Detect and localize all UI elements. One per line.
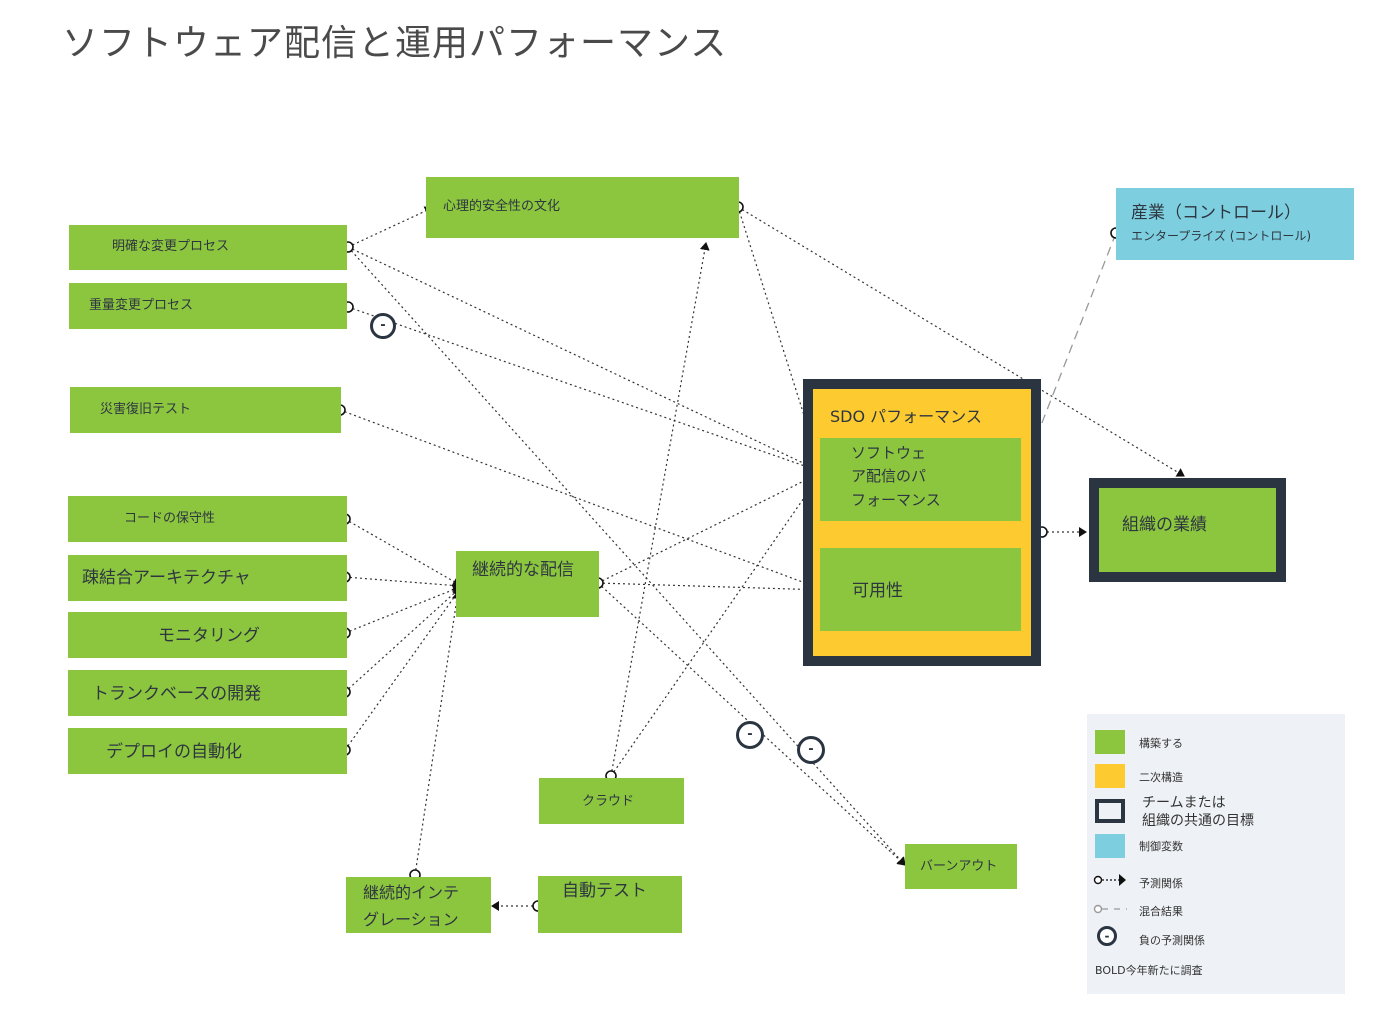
box-organizational-performance: 組織の業績 [1089,478,1286,582]
link-psych-to-org [737,206,1185,477]
box-clear-change-process: 明確な変更プロセス [69,225,347,270]
box-disaster-recovery-test: 災害復旧テスト [70,387,341,433]
box-burnout: バーンアウト [905,844,1017,889]
box-psychological-safety: 心理的安全性の文化 [426,177,739,238]
link-clear-to-sw [347,246,823,474]
box-label: モニタリング [158,626,260,646]
box-label-line1: 継続的インテ [363,883,460,902]
legend-label-mixed: 混合結果 [1139,905,1183,918]
box-label: コードの保守性 [124,511,216,526]
link-cloud-to-psych [610,242,710,777]
box-continuous-delivery: 継続的な配信 [456,551,599,617]
box-continuous-integration: 継続的インテ グレーション [346,877,491,933]
box-loosely-coupled-architecture: 疎結合アーキテクチャ [68,555,347,601]
box-availability: 可用性 [820,548,1021,631]
box-label-line2: グレーション [363,910,459,930]
sdo-title: SDO パフォーマンス [830,407,982,426]
box-label: 組織の業績 [1122,515,1207,535]
legend-label-goal: チームまたは 組織の共通の目標 [1142,794,1254,830]
link-trunk-to-cd [344,587,461,693]
box-label: 継続的な配信 [472,560,574,580]
box-label: クラウド [582,794,635,809]
box-label: トランクベースの開発 [92,684,262,704]
legend-swatch-control [1095,834,1125,858]
box-automated-testing: 自動テスト [538,876,682,933]
legend-mixed-icon [1093,904,1127,914]
link-code-to-cd [344,518,461,586]
box-label: 重量変更プロセス [89,298,194,313]
legend-label-predictive: 予測関係 [1139,877,1183,890]
box-trunk-based-development: トランクベースの開発 [68,670,347,716]
link-clear-to-burnout [347,246,906,866]
legend-swatch-goal [1095,799,1125,823]
negative-marker: - [736,721,764,749]
legend-swatch-construct [1095,730,1125,754]
control-subtitle: エンタープライズ (コントロール) [1131,229,1312,243]
legend-label-secondary: 二次構造 [1139,771,1183,784]
page-title: ソフトウェア配信と運用パフォーマンス [62,23,728,64]
control-title: 産業（コントロール） [1131,203,1301,223]
box-label: 可用性 [852,581,903,601]
legend-swatch-secondary [1095,764,1125,788]
legend-goal-line2: 組織の共通の目標 [1142,813,1254,830]
link-deploy-to-cd [344,588,461,751]
box-deployment-automation: デプロイの自動化 [68,728,347,774]
legend-label-construct: 構築する [1139,737,1183,750]
box-cloud: クラウド [539,778,684,824]
negative-marker: - [370,313,396,339]
box-software-delivery-performance: ソフトウェ ア配信のパ フォーマンス [820,438,1021,521]
legend-predictive-icon [1093,874,1126,886]
box-label: 明確な変更プロセス [112,239,230,254]
box-label: バーンアウト [920,859,998,874]
box-label: 災害復旧テスト [100,402,192,417]
box-label: 自動テスト [562,881,647,901]
legend-label-negative: 負の予測関係 [1139,934,1205,947]
legend-negative-icon: - [1097,926,1117,946]
link-loose-to-cd [344,576,461,591]
box-industry-control: 産業（コントロール） エンタープライズ (コントロール) [1116,188,1354,260]
legend-goal-line1: チームまたは [1142,795,1226,811]
box-label: 心理的安全性の文化 [443,199,561,214]
box-monitoring: モニタリング [68,612,347,658]
box-label-line2: ア配信のパ [851,467,927,486]
box-label: 疎結合アーキテクチャ [82,568,251,588]
link-cd-to-avail [597,582,825,595]
link-clear-to-psych [347,206,433,248]
box-label-line1: ソフトウェ [851,444,927,462]
box-heavy-change-process: 重量変更プロセス [69,283,347,329]
link-ci-to-cd [414,591,462,876]
negative-marker: - [797,736,825,764]
legend: 構築する 二次構造 チームまたは 組織の共通の目標 制御変数 予測関係 混合結果… [1087,714,1345,994]
box-code-maintainability: コードの保守性 [68,496,347,542]
link-heavy-to-sw [347,306,823,475]
box-sdo-performance: SDO パフォーマンス ソフトウェ ア配信のパ フォーマンス 可用性 [803,379,1041,666]
box-label-line3: フォーマンス [851,490,941,509]
link-cloud-to-sw [610,471,823,777]
legend-bold-note: BOLD今年新たに調査 [1095,964,1203,977]
box-label: デプロイの自動化 [106,742,242,762]
legend-label-control: 制御変数 [1139,840,1183,853]
link-dr-to-avail [339,409,825,593]
link-cd-to-sw [597,470,823,584]
link-mon-to-cd [344,584,461,634]
